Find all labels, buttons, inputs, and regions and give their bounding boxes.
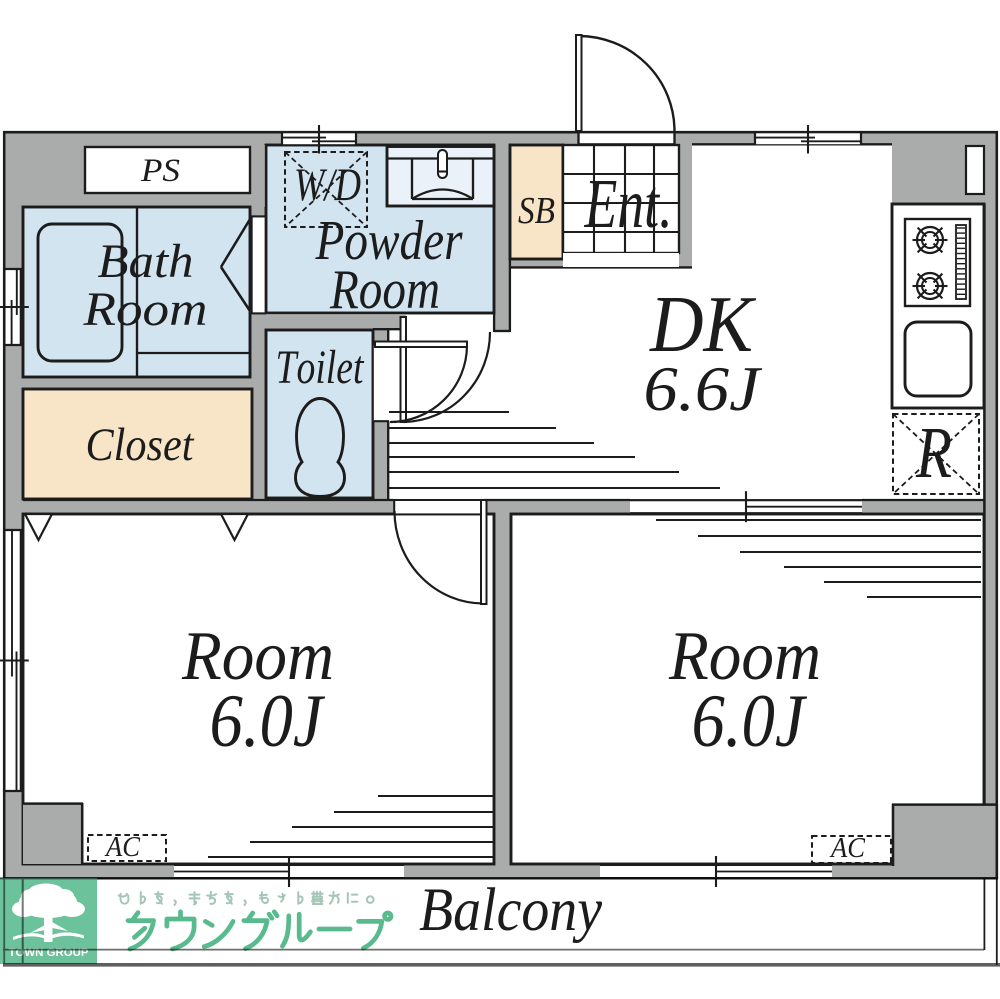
svg-text:Toilet: Toilet	[276, 341, 365, 394]
svg-text:W/D: W/D	[294, 159, 361, 211]
svg-text:AC: AC	[104, 832, 140, 863]
svg-text:Room: Room	[668, 618, 821, 695]
svg-text:PS: PS	[140, 153, 180, 189]
svg-text:6.6J: 6.6J	[644, 353, 763, 424]
svg-text:6.0J: 6.0J	[692, 680, 808, 763]
svg-text:DK: DK	[649, 279, 757, 369]
svg-text:Balcony: Balcony	[419, 877, 603, 944]
svg-text:Room: Room	[329, 259, 440, 321]
svg-text:Closet: Closet	[86, 419, 195, 471]
svg-text:Room: Room	[82, 283, 207, 336]
svg-text:Powder: Powder	[315, 210, 463, 272]
svg-text:6.0J: 6.0J	[210, 680, 326, 763]
svg-text:Ent.: Ent.	[584, 166, 673, 243]
svg-text:Room: Room	[181, 618, 334, 695]
svg-text:AC: AC	[829, 833, 865, 864]
svg-text:Bath: Bath	[98, 235, 194, 288]
svg-text:R: R	[915, 412, 952, 493]
svg-text:SB: SB	[518, 190, 555, 232]
